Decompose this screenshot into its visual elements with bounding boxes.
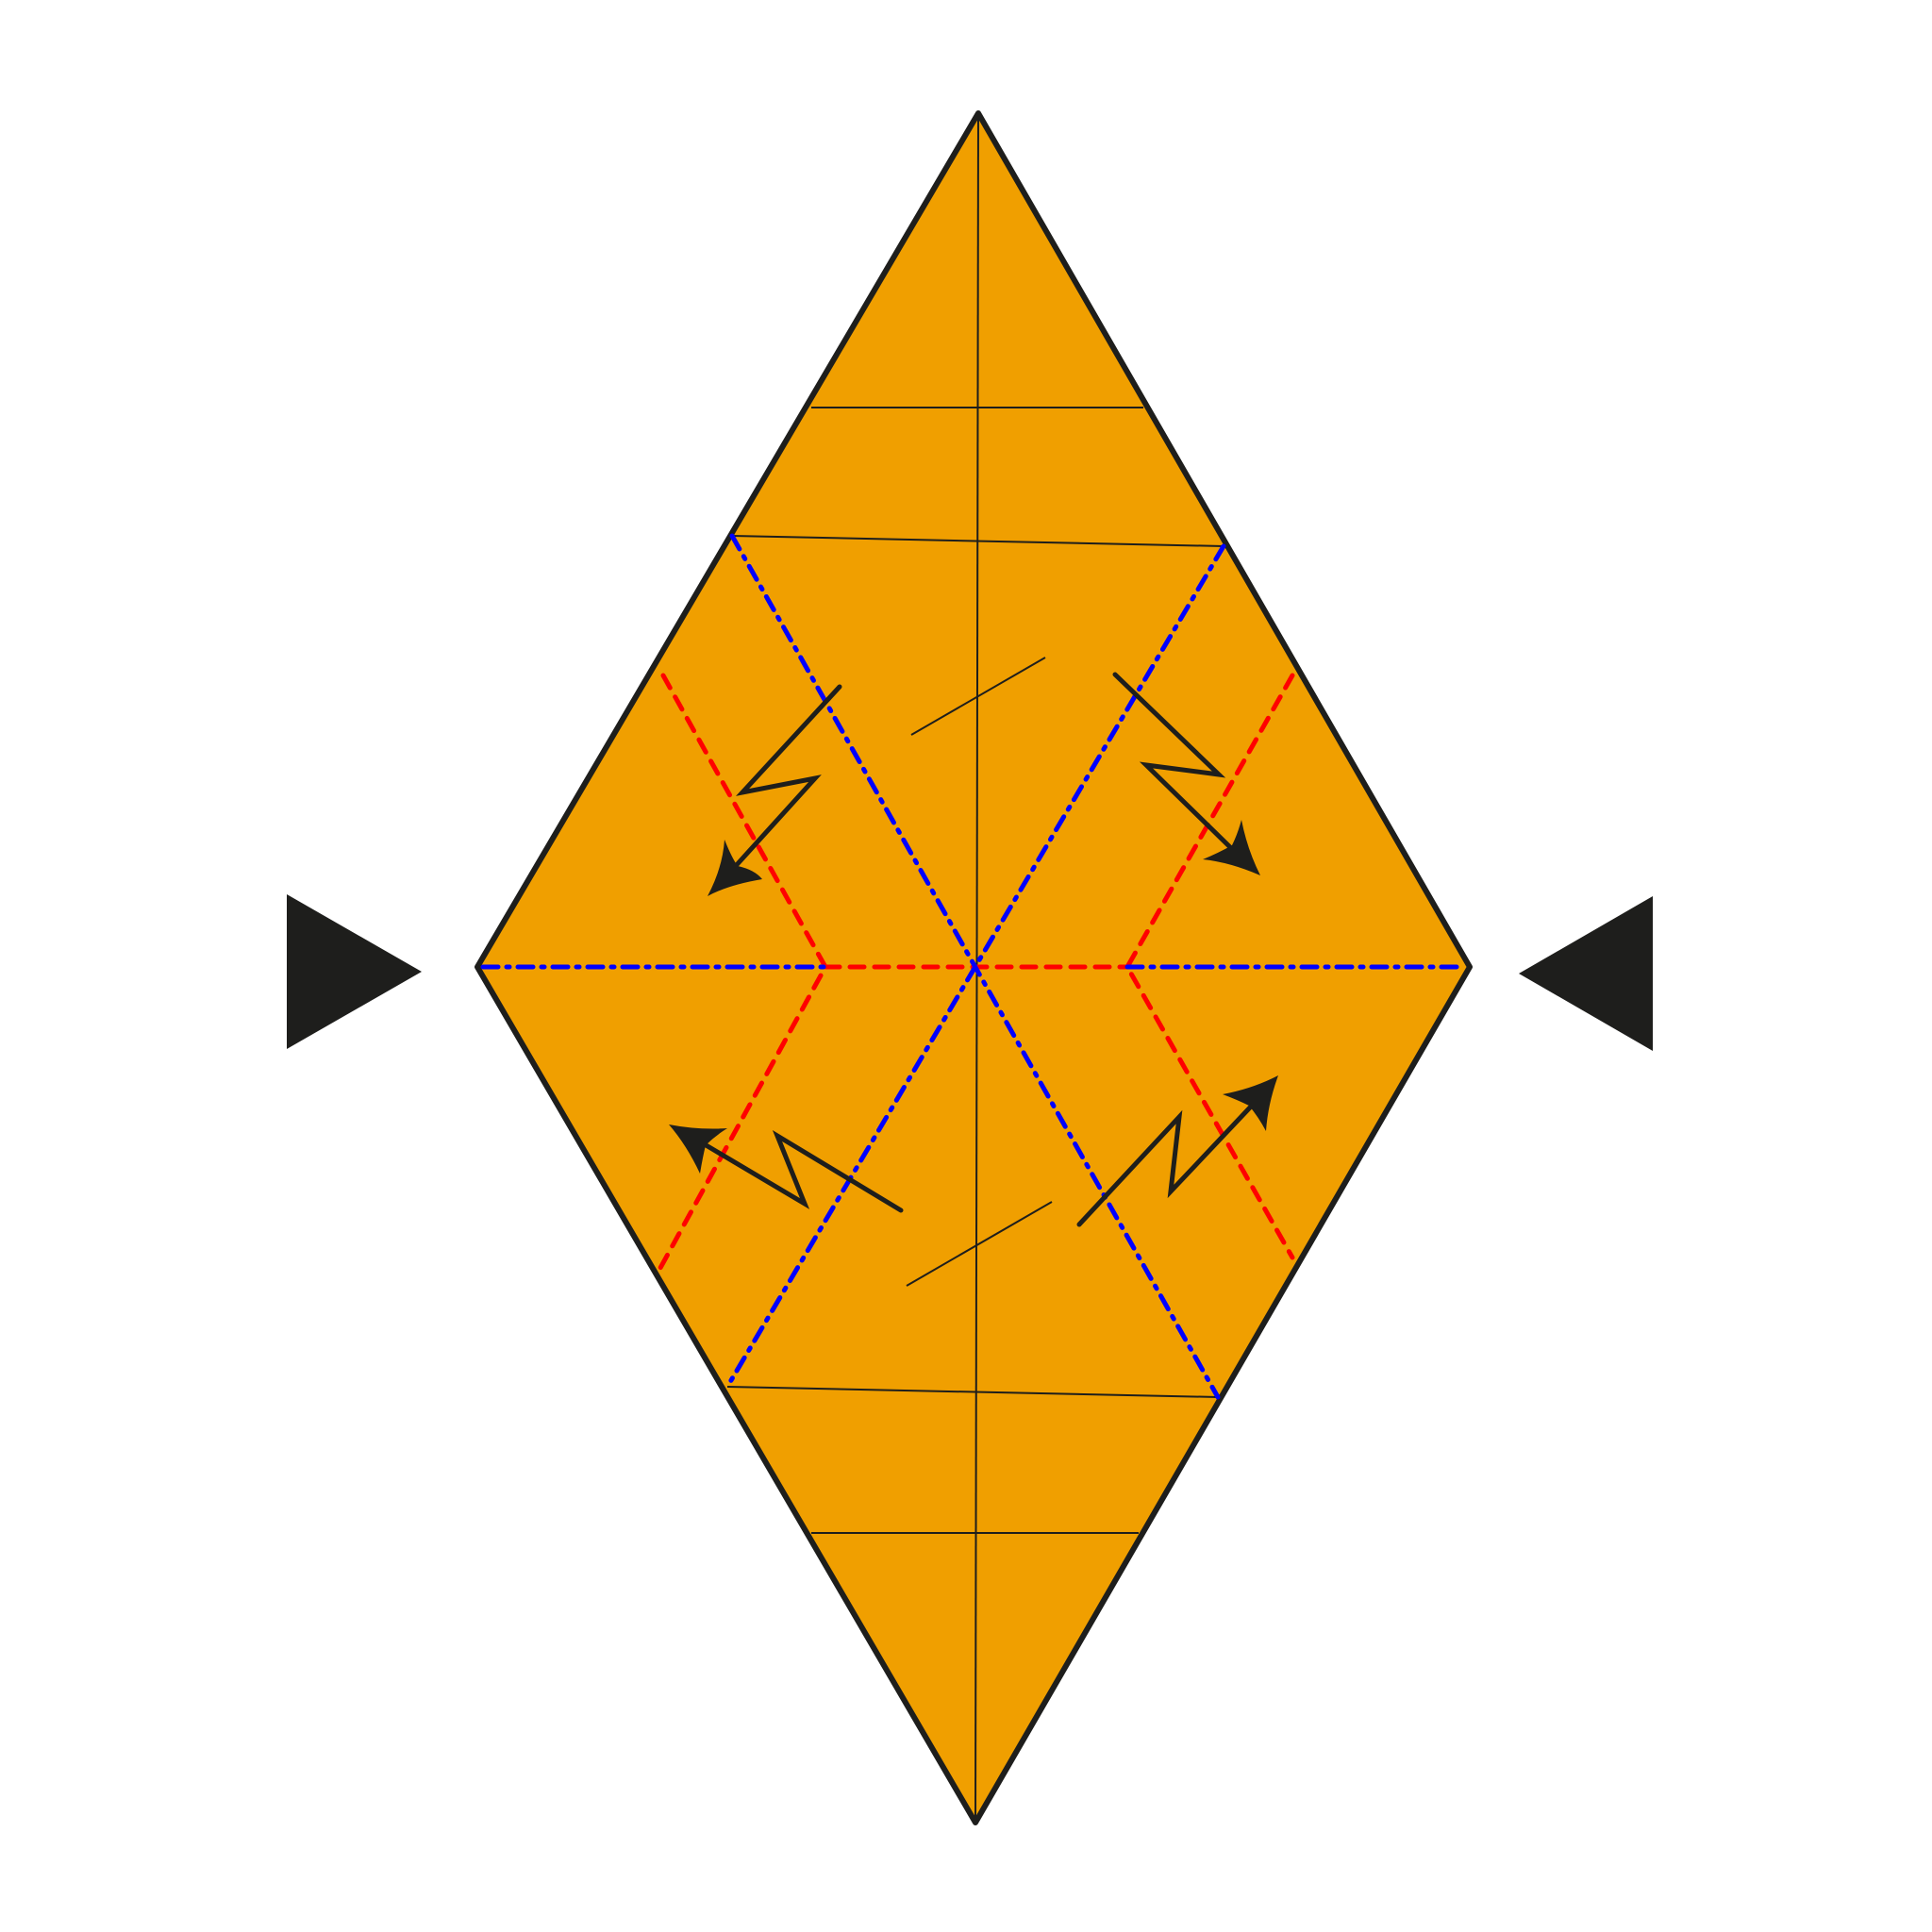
lower-diagonal-crease [906,1201,1053,1287]
pleat-arrow-top-left-head [708,840,762,896]
pleat-arrow-bottom-right [1076,1075,1278,1227]
lower-horizontal-crease [726,1386,1219,1398]
mountain-fold-diagonal-b [724,543,1226,1390]
pleat-arrow-bottom-left-head [669,1124,727,1174]
pleat-arrow-bottom-left-zigzag [700,1129,904,1213]
pleat-arrow-top-left-zigzag [731,684,842,871]
upper-diagonal-crease [910,657,1046,736]
pleat-arrow-top-right [1112,672,1260,875]
mountain-folds [480,533,1468,1400]
pleat-arrow-top-right-head [1203,820,1260,875]
pleat-arrow-bottom-right-zigzag [1076,1105,1253,1227]
push-in-arrow-right [1519,896,1653,1051]
pleat-arrow-top-left [708,684,842,896]
pleat-arrow-bottom-left [669,1124,904,1213]
push-in-arrow-left [287,894,422,1049]
pleat-arrow-bottom-right-head [1223,1075,1278,1131]
upper-horizontal-crease [731,535,1224,547]
pleat-arrow-top-right-zigzag [1112,672,1234,851]
